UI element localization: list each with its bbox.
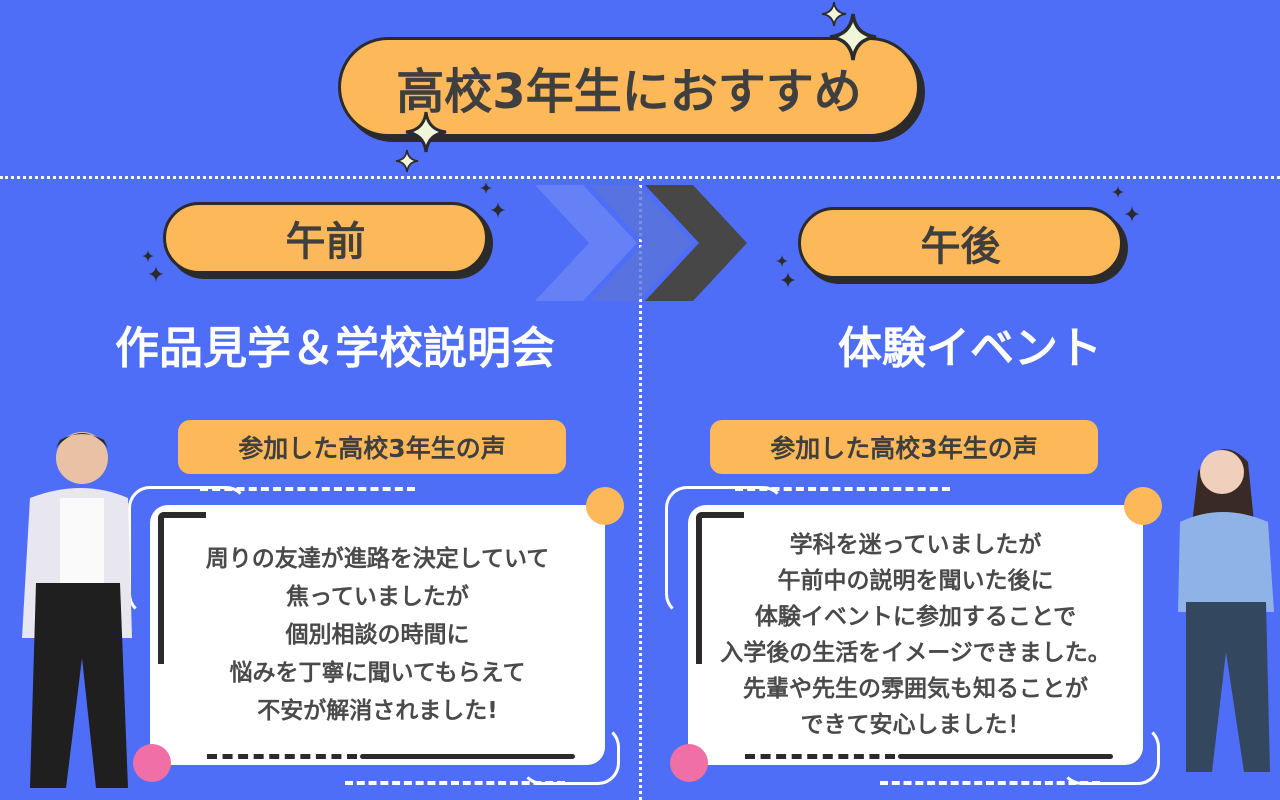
decor-bracket <box>158 512 206 664</box>
decor-dash <box>200 487 415 491</box>
decor-dash <box>735 487 950 491</box>
morning-badge: 午前 <box>163 202 488 274</box>
testimonial-line: 悩みを丁寧に聞いてもらえて <box>229 660 526 686</box>
testimonial-line: 体験イベントに参加することで <box>754 604 1077 630</box>
testimonial-line: 午前中の説明を聞いた後に <box>777 568 1054 594</box>
sparkle-icon <box>142 250 154 262</box>
decor-frame <box>520 725 620 785</box>
orange-dot <box>586 487 624 525</box>
afternoon-testimonial-card: 学科を迷っていましたが 午前中の説明を聞いた後に 体験イベントに参加することで … <box>688 505 1143 765</box>
sparkle-icon <box>480 182 492 194</box>
sparkle-icon <box>405 111 447 153</box>
decor-dash <box>345 781 565 785</box>
decor-frame <box>665 486 785 616</box>
page-title: 高校3年生におすすめ <box>338 37 920 137</box>
decor-bracket <box>696 512 744 664</box>
pink-dot <box>133 744 171 782</box>
sparkle-icon <box>821 1 847 27</box>
afternoon-voice-label: 参加した高校3年生の声 <box>710 420 1098 474</box>
decor-line <box>360 754 575 759</box>
sparkle-icon <box>1124 206 1140 222</box>
pink-dot <box>670 744 708 782</box>
morning-heading: 作品見学＆学校説明会 <box>115 323 555 374</box>
testimonial-line: 焦っていましたが <box>286 584 469 610</box>
testimonial-line: 個別相談の時間に <box>285 622 470 648</box>
student-photo-male <box>22 432 132 788</box>
decor-dash <box>207 754 357 759</box>
afternoon-heading: 体験イベント <box>838 323 1102 374</box>
sparkle-icon <box>776 255 788 267</box>
testimonial-line: 学科を迷っていましたが <box>789 532 1042 558</box>
sparkle-icon <box>148 266 164 282</box>
chevron-arrows-icon <box>535 185 747 301</box>
morning-testimonial-card: 周りの友達が進路を決定していて 焦っていましたが 個別相談の時間に 悩みを丁寧に… <box>150 505 605 765</box>
divider-vertical <box>639 178 642 800</box>
testimonial-line: できて安心しました！ <box>800 712 1031 738</box>
orange-dot <box>1124 487 1162 525</box>
decor-line <box>898 754 1113 759</box>
sparkle-icon <box>490 202 506 218</box>
testimonial-line: 入学後の生活をイメージできました。 <box>720 640 1111 666</box>
student-photo-female <box>1178 449 1274 772</box>
divider-horizontal <box>0 176 1280 179</box>
testimonial-line: 周りの友達が進路を決定していて <box>205 546 550 572</box>
decor-dash <box>880 781 1100 785</box>
sparkle-icon <box>829 13 877 61</box>
testimonial-line: 不安が解消されました! <box>257 698 498 724</box>
testimonial-line: 先輩や先生の雰囲気も知ることが <box>743 676 1088 702</box>
sparkle-icon <box>1112 186 1124 198</box>
sparkle-icon <box>780 272 796 288</box>
decor-dash <box>745 754 895 759</box>
afternoon-badge: 午後 <box>798 207 1123 279</box>
decor-frame <box>1060 725 1160 785</box>
sparkle-icon <box>395 149 419 173</box>
morning-voice-label: 参加した高校3年生の声 <box>178 420 566 474</box>
